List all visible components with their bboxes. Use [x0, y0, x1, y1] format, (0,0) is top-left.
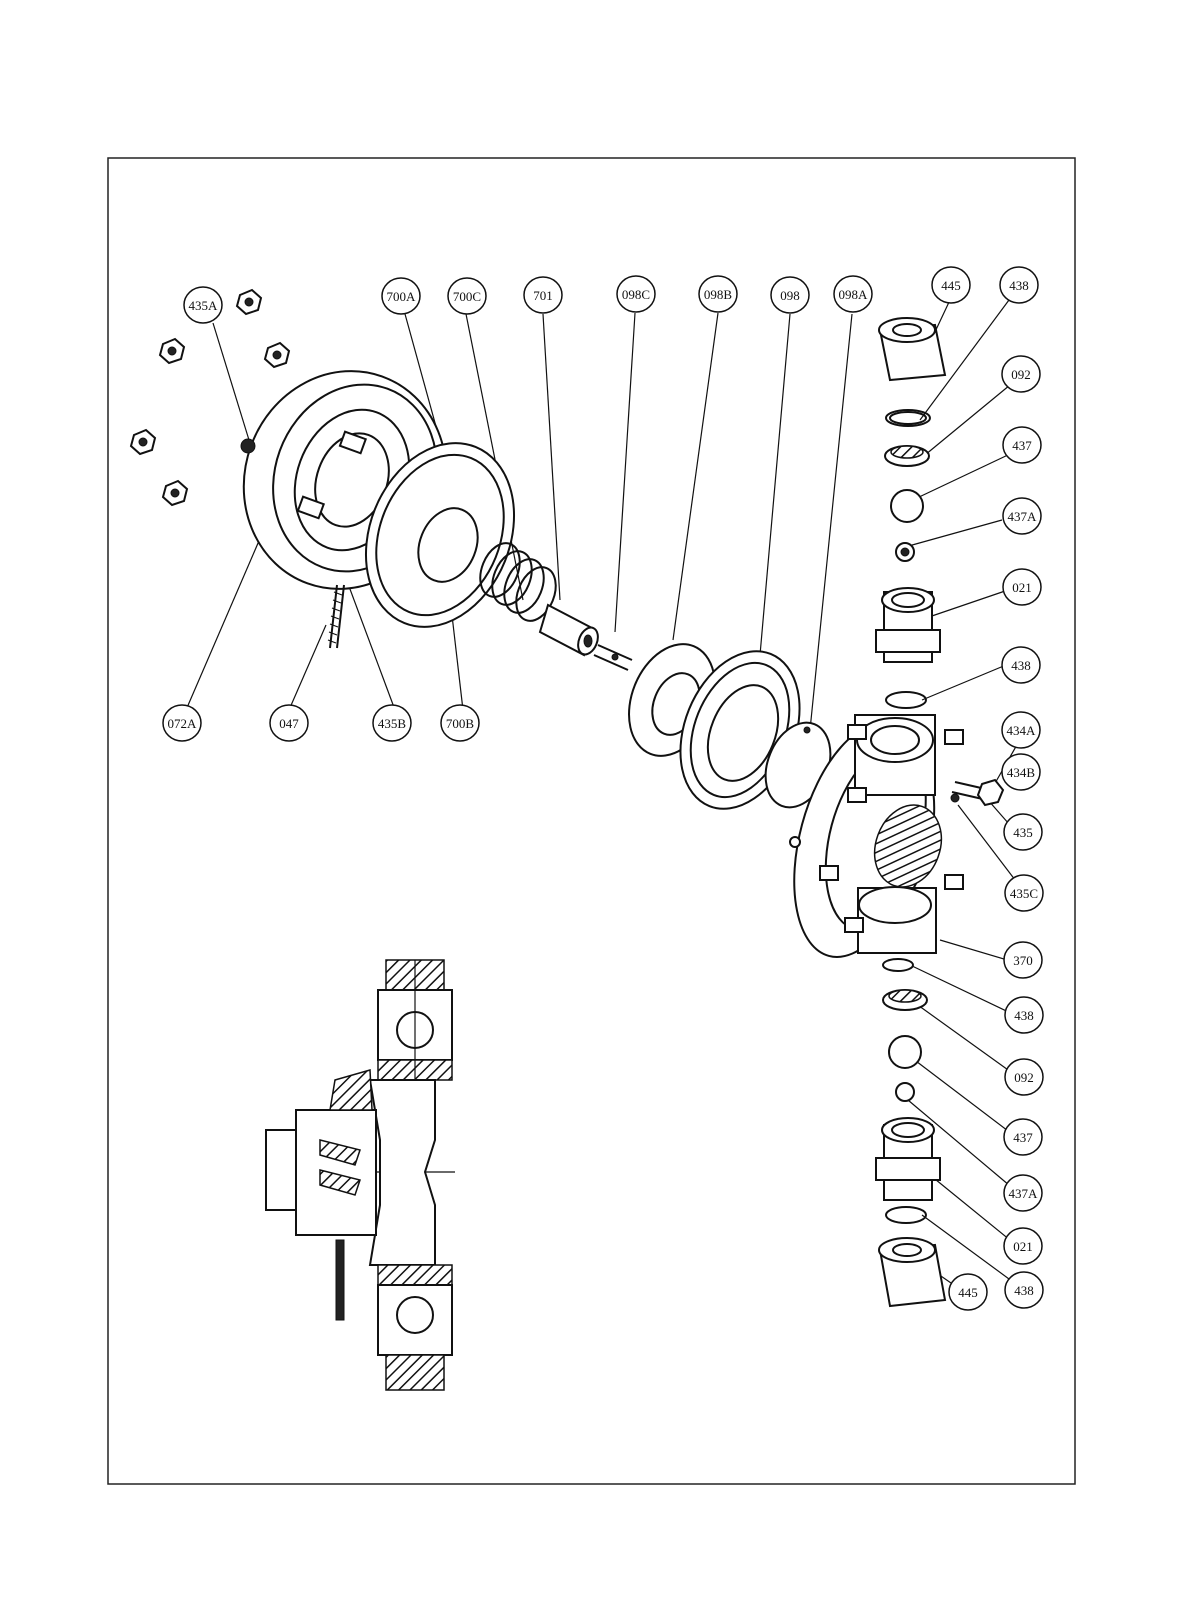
- callout-label: 435A: [189, 298, 219, 313]
- callout-437a-low: 437A: [1004, 1175, 1042, 1211]
- callout-label: 047: [279, 716, 299, 731]
- callout-label: 098B: [704, 287, 733, 302]
- callout-700c: 700C: [448, 278, 486, 314]
- callout-label: 700B: [446, 716, 475, 731]
- callout-438-mid: 438: [1002, 647, 1040, 683]
- callout-label: 092: [1011, 367, 1031, 382]
- callout-435a: 435A: [184, 287, 222, 323]
- callout-700b: 700B: [441, 705, 479, 741]
- callout-label: 701: [533, 288, 553, 303]
- callout-092-top: 092: [1002, 356, 1040, 392]
- callout-445-top: 445: [932, 267, 970, 303]
- callout-438-top: 438: [1000, 267, 1038, 303]
- callout-label: 098C: [622, 287, 650, 302]
- callout-445-bottom: 445: [949, 1274, 987, 1310]
- callout-434a: 434A: [1002, 712, 1040, 748]
- callout-label: 434A: [1007, 723, 1037, 738]
- callout-434b: 434B: [1002, 754, 1040, 790]
- callout-label: 021: [1012, 580, 1032, 595]
- callout-label: 370: [1013, 953, 1033, 968]
- shaft-701: [540, 605, 632, 670]
- callout-437-top: 437: [1003, 427, 1041, 463]
- callout-label: 445: [941, 278, 961, 293]
- callout-label: 434B: [1007, 765, 1036, 780]
- callout-label: 700C: [453, 289, 481, 304]
- callout-label: 445: [958, 1285, 978, 1300]
- callout-047: 047: [270, 705, 308, 741]
- callout-label: 021: [1013, 1239, 1033, 1254]
- callout-098c: 098C: [617, 276, 655, 312]
- callout-label: 700A: [387, 289, 417, 304]
- callout-700a: 700A: [382, 278, 420, 314]
- callout-435c: 435C: [1005, 875, 1043, 911]
- callout-438-low: 438: [1005, 997, 1043, 1033]
- callout-021-low: 021: [1004, 1228, 1042, 1264]
- callout-098a: 098A: [834, 276, 872, 312]
- callout-label: 435C: [1010, 886, 1038, 901]
- callout-098b: 098B: [699, 276, 737, 312]
- callout-label: 437A: [1009, 1186, 1039, 1201]
- callout-label: 098: [780, 288, 800, 303]
- callout-701: 701: [524, 277, 562, 313]
- callout-021-top: 021: [1003, 569, 1041, 605]
- callout-label: 437: [1013, 1130, 1033, 1145]
- bottom-fitting-stack: [876, 990, 945, 1306]
- callout-072a: 072A: [163, 705, 201, 741]
- callout-438-bottom: 438: [1005, 1272, 1043, 1308]
- top-fitting-stack: [876, 318, 945, 708]
- callout-label: 438: [1014, 1008, 1034, 1023]
- callout-092-low: 092: [1005, 1059, 1043, 1095]
- callout-437a-top: 437A: [1003, 498, 1041, 534]
- callout-435: 435: [1004, 814, 1042, 850]
- callout-label: 072A: [168, 716, 198, 731]
- callout-098: 098: [771, 277, 809, 313]
- callout-label: 438: [1011, 658, 1031, 673]
- callout-label: 437A: [1008, 509, 1038, 524]
- callout-label: 437: [1012, 438, 1032, 453]
- callout-435b: 435B: [373, 705, 411, 741]
- callout-label: 435: [1013, 825, 1033, 840]
- callout-437-low: 437: [1004, 1119, 1042, 1155]
- callout-label: 098A: [839, 287, 869, 302]
- callout-label: 438: [1009, 278, 1029, 293]
- cross-section-view: [265, 960, 455, 1390]
- callout-label: 092: [1014, 1070, 1034, 1085]
- callout-label: 438: [1014, 1283, 1034, 1298]
- callout-370: 370: [1004, 942, 1042, 978]
- callout-label: 435B: [378, 716, 407, 731]
